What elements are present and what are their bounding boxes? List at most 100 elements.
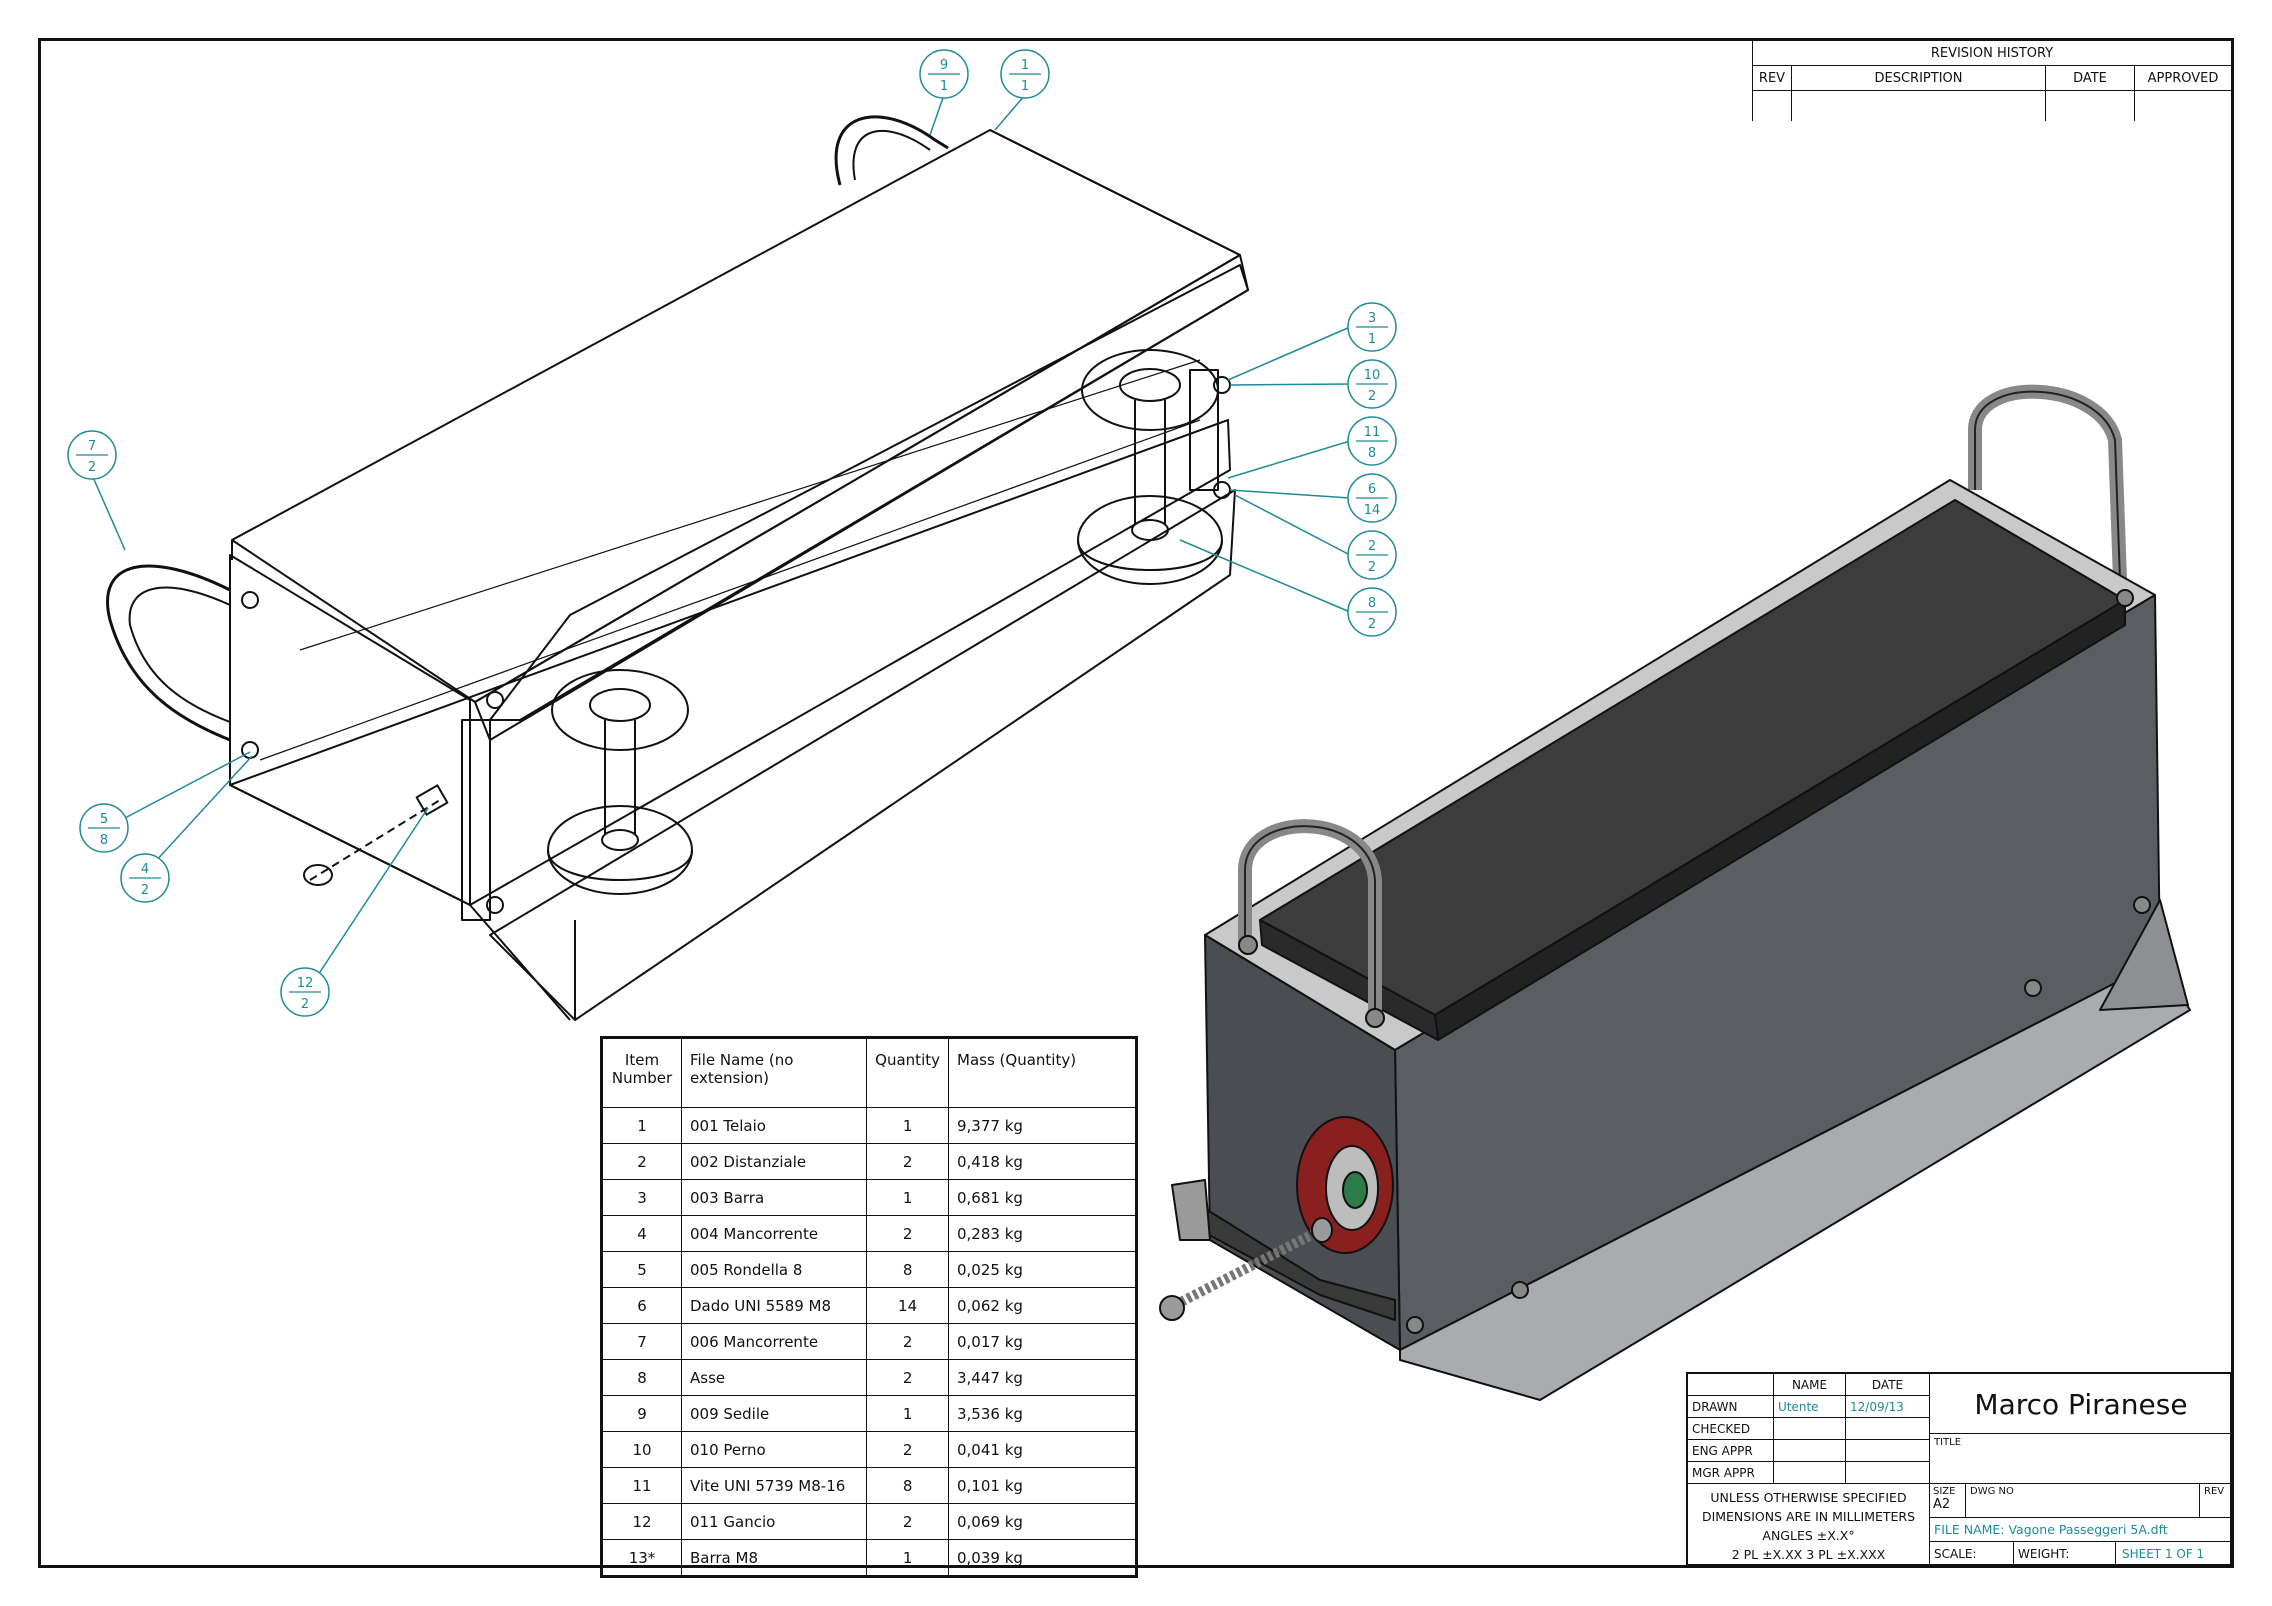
handle-side bbox=[106, 564, 231, 742]
wheel-rear-top bbox=[1081, 349, 1219, 431]
revision-history-table: REVISION HISTORY REV DESCRIPTION DATE AP… bbox=[1752, 40, 2232, 121]
bom-quantity: 2 bbox=[866, 1143, 949, 1180]
bom-file-name: 010 Perno bbox=[680, 1431, 868, 1468]
balloon-item-number: 8 bbox=[1368, 596, 1376, 611]
balloon-quantity: 2 bbox=[1368, 617, 1376, 632]
tb-size-label: SIZE bbox=[1933, 1486, 1956, 1497]
tb-drawn-date: 12/09/13 bbox=[1846, 1396, 1930, 1418]
bill-of-materials: Item Number File Name (no extension) Qua… bbox=[600, 1036, 1138, 1578]
base-plate bbox=[489, 489, 1236, 1021]
balloon-9: 91 bbox=[919, 49, 969, 99]
tb-col-date: DATE bbox=[1846, 1374, 1930, 1396]
bom-quantity: 8 bbox=[866, 1467, 949, 1504]
bom-mass: 0,101 kg bbox=[948, 1467, 1137, 1504]
balloon-quantity: 8 bbox=[1368, 446, 1376, 461]
tb-note-line4: 2 PL ±X.XX 3 PL ±X.XXX bbox=[1731, 1547, 1886, 1562]
bom-mass: 0,062 kg bbox=[948, 1287, 1137, 1324]
tb-note-line2: DIMENSIONS ARE IN MILLIMETERS bbox=[1701, 1509, 1916, 1524]
bom-quantity: 2 bbox=[866, 1359, 949, 1396]
tb-drawn-label: DRAWN bbox=[1688, 1396, 1774, 1418]
bom-mass: 0,681 kg bbox=[948, 1179, 1137, 1216]
rev-col-date: DATE bbox=[2045, 65, 2135, 91]
bom-mass: 3,447 kg bbox=[948, 1359, 1137, 1396]
tb-rev-label: REV bbox=[2200, 1484, 2232, 1518]
balloon-item-number: 2 bbox=[1368, 539, 1376, 554]
tb-dwg-label: DWG NO bbox=[1966, 1484, 2200, 1518]
bom-mass: 0,418 kg bbox=[948, 1143, 1137, 1180]
bom-file-name: 004 Mancorrente bbox=[680, 1215, 868, 1252]
shaded-hook-bar bbox=[1172, 1223, 1328, 1310]
balloon-item-number: 4 bbox=[141, 862, 149, 877]
bom-file-name: 003 Barra bbox=[680, 1179, 868, 1216]
bom-item-number: 9 bbox=[601, 1395, 682, 1432]
shaded-base-plate bbox=[1399, 959, 2191, 1401]
bom-file-name: 001 Telaio bbox=[680, 1107, 868, 1144]
balloon-quantity: 14 bbox=[1364, 503, 1381, 518]
bom-quantity: 2 bbox=[866, 1215, 949, 1252]
balloon-item-number: 7 bbox=[88, 439, 96, 454]
balloon-11: 118 bbox=[1347, 416, 1397, 466]
bom-file-name: Dado UNI 5589 M8 bbox=[680, 1287, 868, 1324]
bom-mass: 0,069 kg bbox=[948, 1503, 1137, 1540]
bom-header-qty: Quantity bbox=[866, 1037, 949, 1108]
handle-rear bbox=[834, 115, 949, 186]
balloon-item-number: 5 bbox=[100, 812, 108, 827]
bom-file-name: 011 Gancio bbox=[680, 1503, 868, 1540]
balloon-item-number: 3 bbox=[1368, 311, 1376, 326]
bom-item-number: 10 bbox=[601, 1431, 682, 1468]
balloon-quantity: 2 bbox=[141, 883, 149, 898]
bom-header-mass: Mass (Quantity) bbox=[948, 1037, 1137, 1108]
bom-file-name: 005 Rondella 8 bbox=[680, 1251, 868, 1288]
balloon-quantity: 1 bbox=[1368, 332, 1376, 347]
tb-mgr-label: MGR APPR bbox=[1688, 1462, 1774, 1484]
bom-file-name: Vite UNI 5739 M8-16 bbox=[680, 1467, 868, 1504]
bom-file-name: 009 Sedile bbox=[680, 1395, 868, 1432]
bom-item-number: 11 bbox=[601, 1467, 682, 1504]
balloon-quantity: 2 bbox=[88, 460, 96, 475]
tb-weight-label: WEIGHT: bbox=[2014, 1542, 2116, 1566]
balloon-item-number: 10 bbox=[1364, 368, 1381, 383]
bom-item-number: 1 bbox=[601, 1107, 682, 1144]
bom-item-number: 5 bbox=[601, 1251, 682, 1288]
tb-note-line3: ANGLES ±X.X° bbox=[1762, 1528, 1855, 1543]
bom-item-number: 13* bbox=[601, 1539, 682, 1577]
balloon-item-number: 9 bbox=[940, 58, 948, 73]
bom-item-number: 3 bbox=[601, 1179, 682, 1216]
bom-mass: 0,283 kg bbox=[948, 1215, 1137, 1252]
balloon-6: 614 bbox=[1347, 473, 1397, 523]
balloon-quantity: 1 bbox=[1021, 79, 1029, 94]
tb-company: Marco Piranese bbox=[1930, 1374, 2232, 1434]
bom-file-name: Asse bbox=[680, 1359, 868, 1396]
balloon-1: 11 bbox=[1000, 49, 1050, 99]
bom-mass: 9,377 kg bbox=[948, 1107, 1137, 1144]
tb-general-note: UNLESS OTHERWISE SPECIFIED DIMENSIONS AR… bbox=[1688, 1484, 1930, 1566]
bom-quantity: 1 bbox=[866, 1539, 949, 1577]
bom-quantity: 8 bbox=[866, 1251, 949, 1288]
balloon-10: 102 bbox=[1347, 359, 1397, 409]
bom-file-name: 002 Distanziale bbox=[680, 1143, 868, 1180]
balloon-8: 82 bbox=[1347, 587, 1397, 637]
bom-mass: 0,039 kg bbox=[948, 1539, 1137, 1577]
tb-checked-label: CHECKED bbox=[1688, 1418, 1774, 1440]
bom-item-number: 4 bbox=[601, 1215, 682, 1252]
balloon-quantity: 8 bbox=[100, 833, 108, 848]
bom-item-number: 2 bbox=[601, 1143, 682, 1180]
balloon-7: 72 bbox=[67, 430, 117, 480]
tb-note-line1: UNLESS OTHERWISE SPECIFIED bbox=[1710, 1490, 1907, 1505]
tb-drawn-name: Utente bbox=[1774, 1396, 1846, 1418]
balloon-quantity: 1 bbox=[940, 79, 948, 94]
